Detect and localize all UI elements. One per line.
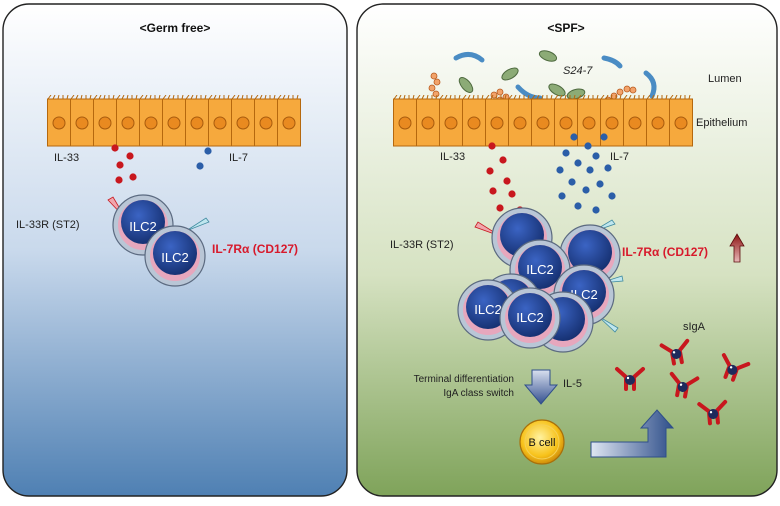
epithelial-cell [185, 95, 209, 147]
epithelial-cell [116, 95, 140, 147]
epithelial-cell [47, 95, 71, 147]
epithelial-cell [162, 95, 186, 147]
ilc2-label: ILC2 [526, 262, 553, 277]
epithelial-cell [439, 95, 463, 147]
siga-antibody-icon [669, 371, 700, 399]
epithelium-layer-left [47, 95, 301, 147]
ilc2-label: ILC2 [516, 310, 543, 325]
epithelial-cell [646, 95, 670, 147]
epithelial-cell [485, 95, 509, 147]
epithelial-cell [393, 95, 417, 147]
down-arrow-icon [523, 369, 559, 405]
il33-label-right: IL-33 [440, 151, 465, 163]
siga-antibody-icon [659, 338, 690, 366]
epithelial-cell [462, 95, 486, 147]
germ-free-title: <Germ free> [140, 21, 211, 35]
cd127-label-right: IL-7Rα (CD127) [622, 245, 708, 259]
epithelial-cell [669, 95, 693, 147]
bacteria-label: S24-7 [563, 65, 593, 77]
siga-antibody-icon [721, 353, 751, 382]
process-line-1: Terminal differentiation [414, 374, 514, 385]
b-cell: B cell [519, 419, 565, 465]
epithelial-cell [277, 95, 301, 147]
lumen-label: Lumen [708, 73, 742, 85]
il7-label-left: IL-7 [229, 152, 248, 164]
epithelium-layer-right [393, 95, 693, 147]
output-arrow-icon [590, 409, 675, 458]
il7-dots-left [196, 147, 212, 170]
panel-spf: <SPF> S24-7 Lumen Epithelium [356, 3, 778, 497]
il33-dots-left [111, 144, 137, 184]
increase-arrow-icon [729, 233, 745, 263]
process-line-2: IgA class switch [443, 388, 514, 399]
epithelial-cell [139, 95, 163, 147]
ilc2-label: ILC2 [474, 302, 501, 317]
epithelial-cell [508, 95, 532, 147]
bcell-label: B cell [529, 437, 556, 449]
epithelial-cell [93, 95, 117, 147]
epithelial-cell [70, 95, 94, 147]
ilc2-cell: ILC2 [499, 287, 561, 349]
epithelium-label: Epithelium [696, 117, 747, 129]
cd127-receptor-left [185, 217, 210, 232]
st2-label-right: IL-33R (ST2) [390, 239, 454, 251]
epithelial-cell [254, 95, 278, 147]
ilc2-label: ILC2 [161, 250, 188, 265]
il7-dots-right [556, 133, 616, 214]
epithelial-cell [623, 95, 647, 147]
ilc2-cell-left-2: ILC2 [144, 225, 206, 287]
epithelial-cell [577, 95, 601, 147]
cd127-label-left: IL-7Rα (CD127) [212, 242, 298, 256]
panel-germ-free: <Germ free> IL-33 IL-7 ILC2 [2, 3, 348, 497]
siga-antibodies [615, 338, 751, 426]
cd127-receptor-right-3 [597, 315, 619, 333]
epithelial-cell [231, 95, 255, 147]
siga-label: sIgA [683, 321, 706, 333]
epithelial-cell [208, 95, 232, 147]
il5-label: IL-5 [563, 378, 582, 390]
siga-antibody-icon [615, 367, 645, 391]
epithelial-cell [531, 95, 555, 147]
il33-label-left: IL-33 [54, 152, 79, 164]
siga-antibody-icon [697, 399, 728, 426]
st2-label-left: IL-33R (ST2) [16, 219, 80, 231]
epithelial-cell [416, 95, 440, 147]
ilc2-label: ILC2 [129, 219, 156, 234]
spf-title: <SPF> [547, 21, 584, 35]
il7-label-right: IL-7 [610, 151, 629, 163]
